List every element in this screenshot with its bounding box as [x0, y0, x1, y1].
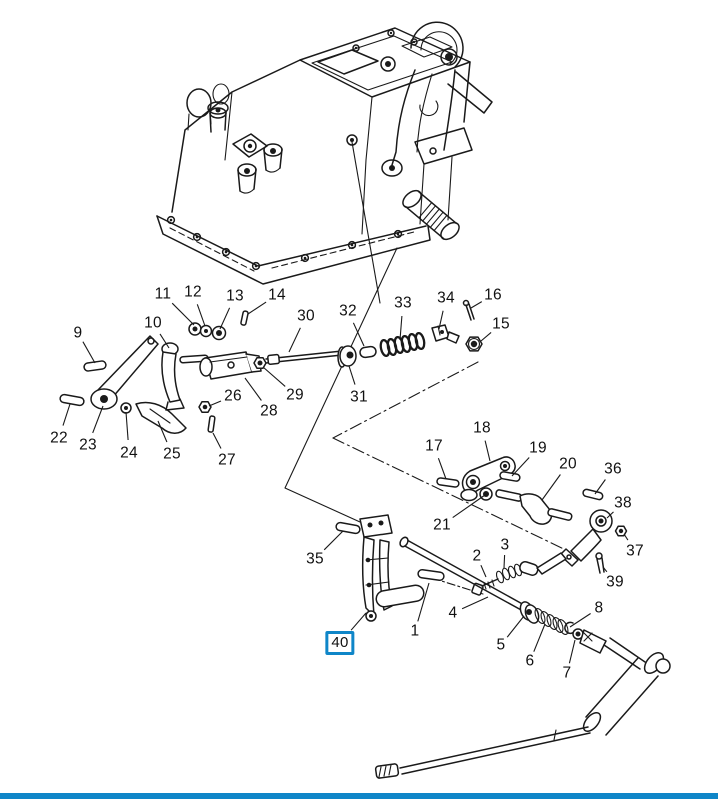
- callout-22[interactable]: 22: [50, 429, 68, 447]
- callout-27[interactable]: 27: [218, 451, 236, 469]
- callout-1[interactable]: 1: [410, 622, 420, 640]
- leader-line-35: [323, 530, 344, 551]
- leader-line-28: [244, 377, 262, 401]
- callout-33[interactable]: 33: [394, 294, 412, 312]
- leader-line-20: [541, 474, 561, 501]
- callout-8[interactable]: 8: [594, 599, 604, 617]
- callout-9[interactable]: 9: [73, 324, 83, 342]
- callout-36[interactable]: 36: [604, 460, 622, 478]
- leader-line-21: [452, 494, 486, 519]
- leader-line-18: [484, 440, 491, 462]
- leader-line-8: [569, 613, 591, 628]
- leader-line-9: [82, 341, 96, 364]
- callout-18[interactable]: 18: [473, 419, 491, 437]
- leader-line-15: [480, 331, 492, 342]
- callout-29[interactable]: 29: [286, 386, 304, 404]
- leader-line-10: [159, 333, 170, 349]
- leader-line-13: [219, 307, 231, 330]
- callout-31[interactable]: 31: [350, 388, 368, 406]
- callout-16[interactable]: 16: [484, 286, 502, 304]
- lower-rod-assembly: [374, 536, 671, 779]
- callout-32[interactable]: 32: [339, 302, 357, 320]
- leader-line-14: [247, 301, 267, 315]
- leader-line-7: [568, 639, 576, 664]
- callout-28[interactable]: 28: [260, 402, 278, 420]
- leader-line-24: [125, 411, 129, 441]
- leader-line-17: [437, 458, 447, 480]
- callout-12[interactable]: 12: [184, 283, 202, 301]
- left-linkage-cluster: [59, 299, 483, 434]
- callout-7[interactable]: 7: [562, 664, 572, 682]
- callout-39[interactable]: 39: [606, 573, 624, 591]
- leader-line-11: [171, 302, 195, 326]
- callout-4[interactable]: 4: [448, 604, 458, 622]
- leader-line-6: [533, 623, 546, 652]
- callout-19[interactable]: 19: [529, 439, 547, 457]
- leader-line-5: [506, 615, 525, 638]
- leader-line-1: [417, 582, 430, 622]
- leader-line-3: [503, 554, 506, 569]
- callout-leader-lines: [62, 301, 629, 664]
- callout-14[interactable]: 14: [268, 286, 286, 304]
- bottom-accent-bar: [0, 793, 718, 799]
- lift-cover-housing: [156, 21, 493, 285]
- callout-35[interactable]: 35: [306, 550, 324, 568]
- leader-line-2: [480, 564, 487, 578]
- leader-line-40: [350, 612, 367, 631]
- callout-20[interactable]: 20: [559, 455, 577, 473]
- housing-reference-lines: [284, 141, 398, 523]
- callout-26[interactable]: 26: [224, 387, 242, 405]
- callout-13[interactable]: 13: [226, 287, 244, 305]
- leader-line-37: [623, 533, 629, 541]
- leader-line-31: [348, 365, 356, 385]
- callout-3[interactable]: 3: [500, 536, 510, 554]
- callout-38[interactable]: 38: [614, 494, 632, 512]
- leader-line-22: [62, 403, 71, 426]
- leader-line-30: [288, 327, 301, 353]
- callout-30[interactable]: 30: [297, 307, 315, 325]
- leader-line-16: [470, 301, 483, 309]
- leader-line-25: [157, 420, 168, 443]
- leader-line-38: [606, 511, 614, 519]
- callout-17[interactable]: 17: [425, 437, 443, 455]
- callout-6[interactable]: 6: [525, 652, 535, 670]
- callout-40[interactable]: 40: [325, 631, 355, 655]
- selector-bracket-item40: [335, 514, 425, 622]
- leader-line-33: [399, 315, 403, 341]
- leader-line-23: [92, 405, 104, 434]
- leader-line-26: [208, 400, 222, 407]
- leader-line-12: [196, 304, 206, 327]
- leader-line-4: [461, 596, 489, 610]
- leader-line-36: [594, 479, 606, 495]
- callout-25[interactable]: 25: [163, 445, 181, 463]
- callout-24[interactable]: 24: [120, 444, 138, 462]
- leader-line-34: [438, 310, 444, 330]
- callout-11[interactable]: 11: [154, 285, 172, 303]
- callout-2[interactable]: 2: [472, 547, 482, 565]
- leader-line-19: [511, 457, 530, 477]
- callout-23[interactable]: 23: [79, 436, 97, 454]
- callout-37[interactable]: 37: [626, 542, 644, 560]
- callout-5[interactable]: 5: [496, 636, 506, 654]
- callout-10[interactable]: 10: [144, 314, 162, 332]
- callout-21[interactable]: 21: [433, 516, 451, 534]
- leader-line-29: [262, 366, 286, 387]
- callout-15[interactable]: 15: [492, 315, 510, 333]
- leader-line-27: [212, 432, 222, 449]
- callout-34[interactable]: 34: [437, 289, 455, 307]
- right-linkage-cluster: [436, 456, 628, 596]
- leader-line-39: [602, 566, 608, 573]
- leader-line-32: [352, 322, 365, 347]
